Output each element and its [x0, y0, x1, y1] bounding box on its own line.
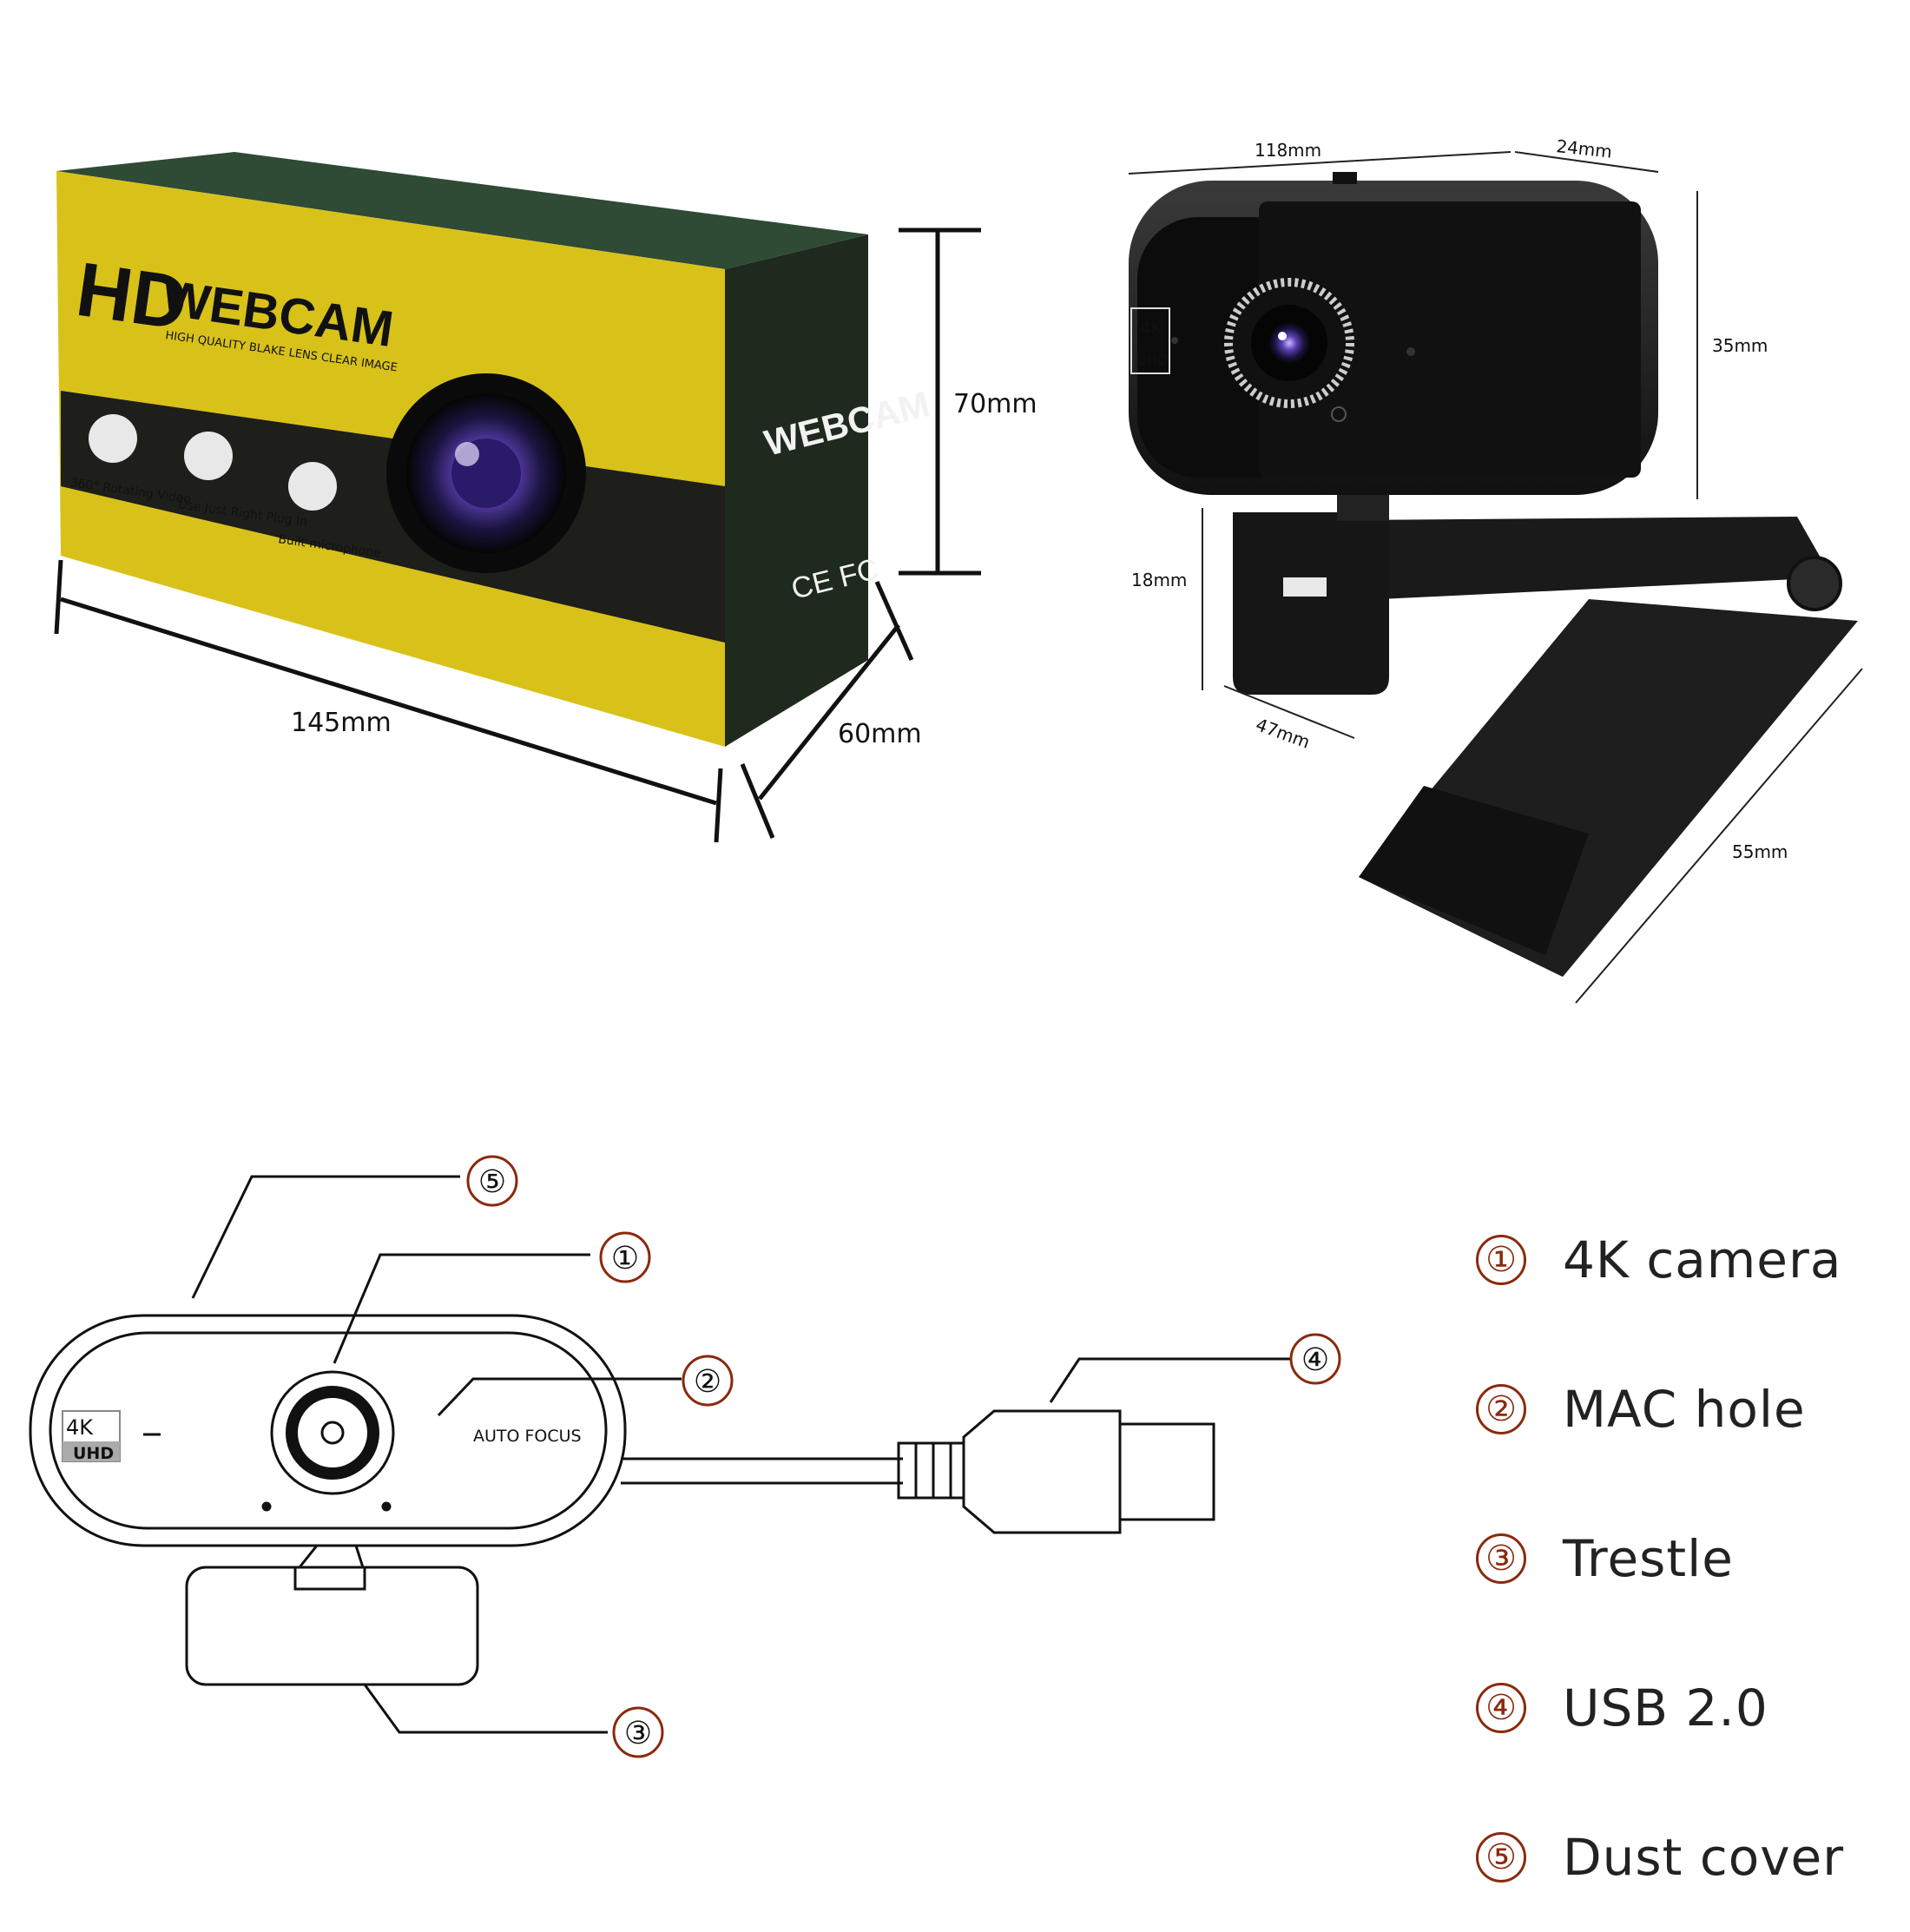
box-side-face: [725, 234, 868, 747]
legend-number: ⑤: [1476, 1832, 1526, 1883]
legend-item-usb: ④ USB 2.0: [1476, 1633, 1893, 1783]
cam-clip-width-label: 47mm: [1253, 714, 1313, 753]
callout-3-label: ③: [624, 1716, 652, 1751]
leader-4: [1049, 1357, 1298, 1403]
legend-label: Trestle: [1563, 1529, 1734, 1588]
diagram-body-inner: [49, 1331, 608, 1530]
webcam-hinge: [1787, 556, 1842, 611]
legend-label: 4K camera: [1563, 1230, 1842, 1289]
webcam-stand-foot: [1359, 786, 1589, 955]
callout-3: [612, 1706, 664, 1758]
leader-2: [437, 1377, 682, 1417]
webcam-box: 360° Rotating Video Use Just Right Plug …: [56, 152, 933, 747]
box-brand-hd: HD: [71, 246, 193, 346]
diagram-trestle-neck: [296, 1544, 366, 1569]
cam-clip-width-line: [1223, 685, 1355, 739]
diagram-usb-strain: [897, 1441, 965, 1500]
legend-number: ④: [1476, 1683, 1526, 1733]
cam-base-label: 55mm: [1732, 841, 1788, 862]
diagram-badge-4k: 4K: [66, 1415, 94, 1440]
webcam-mic-hole: [1406, 347, 1415, 356]
diagram-badge-uhd: UHD: [73, 1444, 114, 1463]
diagram-auto-focus: AUTO FOCUS: [473, 1427, 582, 1446]
diagram-usb-housing: [962, 1409, 1122, 1534]
callout-2-label: ②: [694, 1364, 721, 1400]
legend-item-4k-camera: ① 4K camera: [1476, 1185, 1893, 1335]
webcam-badge-4k: 4K: [1140, 318, 1163, 339]
diagram-lens-ring: [286, 1386, 379, 1480]
box-depth-label: 60mm: [838, 719, 922, 749]
webcam-lens: [1224, 278, 1354, 408]
webcam-stand: [1359, 599, 1858, 977]
box-depth-line: [758, 623, 900, 801]
cam-width-line: [1128, 151, 1512, 175]
legend-item-dust-cover: ⑤ Dust cover: [1476, 1783, 1893, 1932]
callouts: ⑤ ① ② ④ ③: [466, 1155, 1341, 1758]
webcam-top-button: [1333, 172, 1357, 184]
webcam-photo: 4K UHD AUTO FOCUS: [1129, 172, 1858, 977]
box-height-label: 70mm: [953, 389, 1037, 419]
legend-number: ①: [1476, 1235, 1526, 1285]
cam-width-label: 118mm: [1255, 140, 1321, 161]
callout-4-label: ④: [1301, 1342, 1329, 1378]
callout-5-label: ⑤: [478, 1164, 506, 1200]
callout-1: [599, 1231, 651, 1283]
callout-1-label: ①: [611, 1241, 639, 1276]
legend-label: USB 2.0: [1563, 1678, 1768, 1737]
callout-2: [682, 1355, 734, 1407]
legend-number: ③: [1476, 1533, 1526, 1584]
webcam-clip: [1233, 512, 1389, 695]
rotate-360-icon: [89, 414, 137, 463]
webcam-face-screen: [1259, 201, 1641, 478]
callout-5: [466, 1155, 518, 1207]
microphone-icon: [288, 462, 337, 511]
legend-label: MAC hole: [1563, 1380, 1806, 1439]
legend-number: ②: [1476, 1384, 1526, 1434]
box-length-label: 145mm: [291, 708, 392, 738]
legend-label: Dust cover: [1563, 1828, 1845, 1887]
plug-icon: [184, 432, 233, 480]
diagram-lens-center: [320, 1421, 345, 1445]
camera-dimensions: [1128, 151, 1863, 1004]
box-top-face: [56, 152, 868, 269]
webcam-line-diagram: [29, 1175, 1298, 1734]
power-icon: [1331, 406, 1347, 422]
parts-legend: ① 4K camera ② MAC hole ③ Trestle ④ USB 2…: [1476, 1185, 1893, 1932]
legend-item-trestle: ③ Trestle: [1476, 1484, 1893, 1633]
diagram-mic-right: [381, 1501, 392, 1512]
box-dimensions: [54, 227, 981, 843]
cam-depth-line: [1514, 151, 1659, 173]
webcam-4k-badge: [1130, 307, 1170, 374]
cam-clip-label: 18mm: [1131, 570, 1187, 590]
box-lens-art: [386, 373, 586, 573]
diagram-mic-left: [261, 1501, 272, 1512]
webcam-clip-slot: [1283, 577, 1327, 597]
diagram-uhd-bar: [63, 1441, 120, 1461]
legend-item-mac-hole: ② MAC hole: [1476, 1335, 1893, 1484]
diagram-lens-outer: [270, 1370, 395, 1495]
diagram-trestle-joint: [293, 1566, 366, 1591]
leader-3: [363, 1684, 608, 1734]
webcam-indicator-led: [1171, 337, 1178, 344]
cam-height-label: 35mm: [1712, 335, 1768, 356]
diagram-usb-plug: [1118, 1422, 1215, 1521]
diagram-trestle: [185, 1566, 479, 1686]
cam-base-line: [1575, 668, 1863, 1004]
leader-5: [191, 1175, 460, 1299]
leader-1: [333, 1253, 590, 1364]
box-length-line: [60, 597, 717, 806]
webcam-badge-uhd: UHD: [1136, 352, 1168, 368]
callout-4: [1289, 1333, 1341, 1385]
